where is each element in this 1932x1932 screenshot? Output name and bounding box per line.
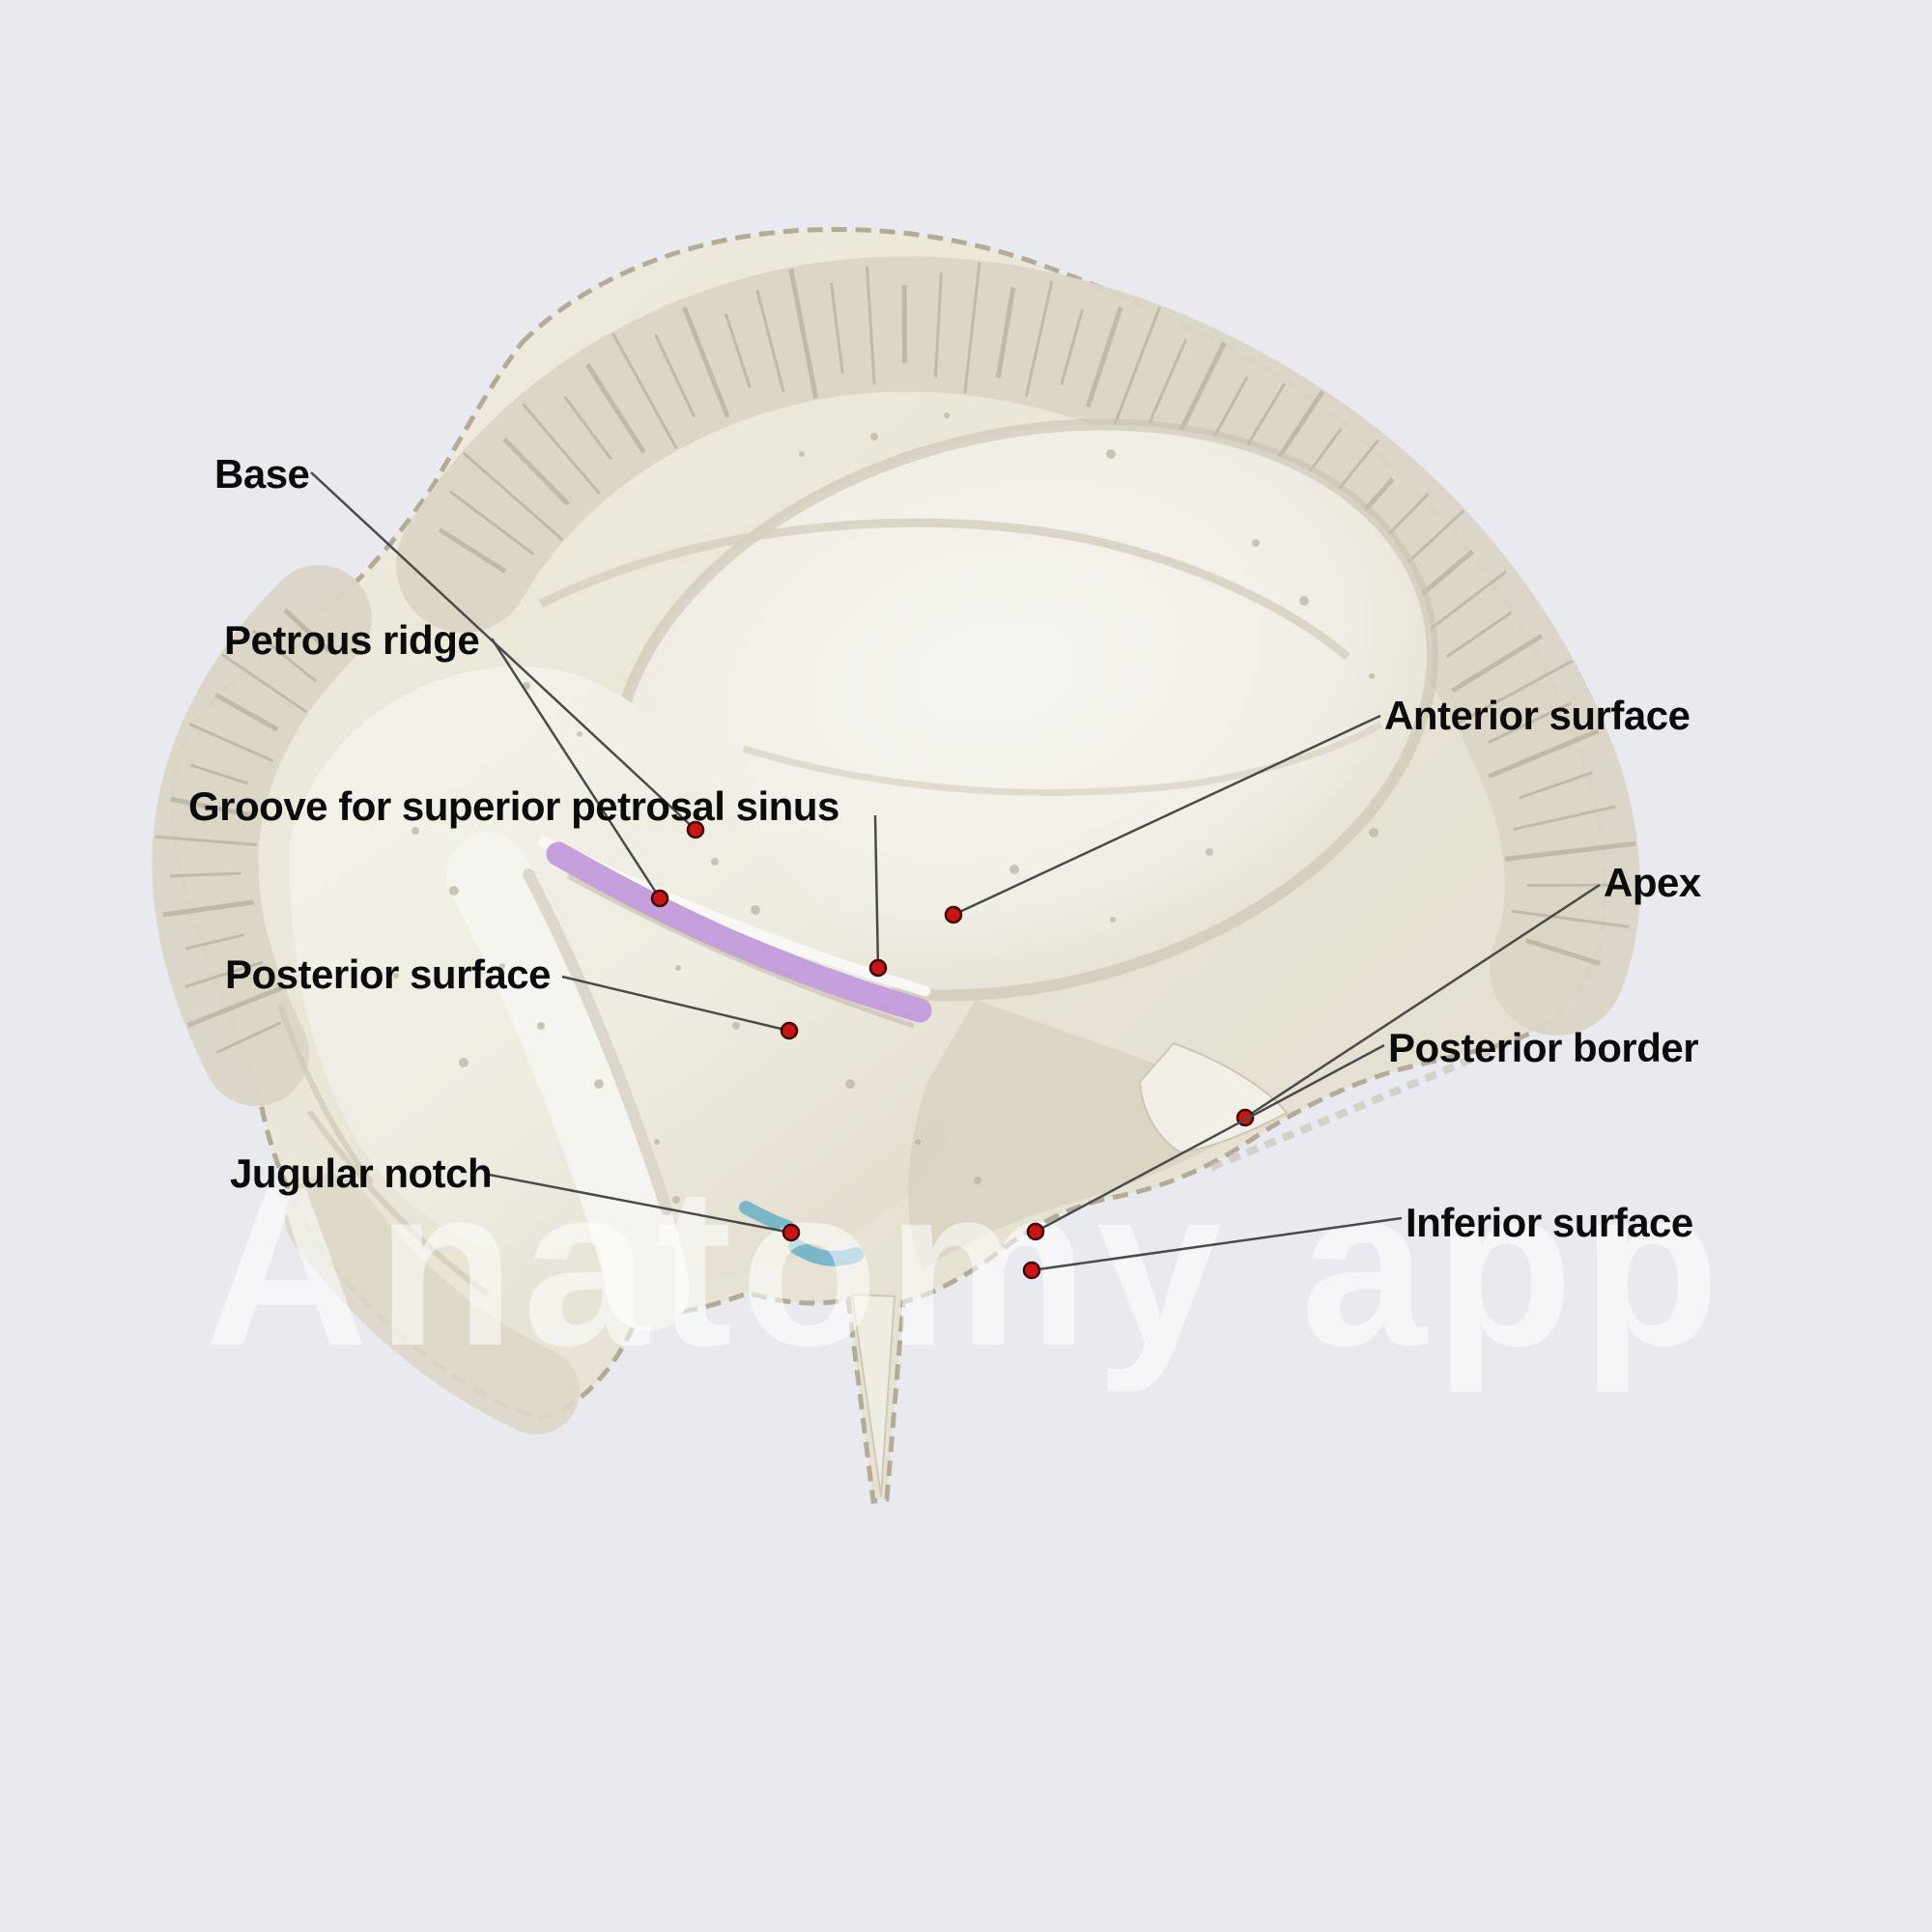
bone-column-shadow bbox=[523, 868, 672, 1215]
anchor-dot-posterior-surface[interactable] bbox=[780, 1021, 799, 1040]
anchor-dot-jugular-notch[interactable] bbox=[781, 1223, 801, 1242]
anchor-dot-petrous-ridge[interactable] bbox=[650, 889, 669, 908]
label-apex[interactable]: Apex bbox=[1604, 860, 1701, 905]
label-groove-superior-petrosal-sinus[interactable]: Groove for superior petrosal sinus bbox=[188, 783, 839, 829]
anterior-surface-fossa bbox=[615, 424, 1433, 996]
anchor-dot-groove-superior-petrosal-sinus[interactable] bbox=[868, 958, 888, 978]
groove-superior-petrosal-sinus-highlight[interactable] bbox=[546, 841, 932, 1023]
leader-line-jugular-notch bbox=[488, 1173, 792, 1235]
serrated-crest-left bbox=[152, 565, 372, 1106]
label-jugular-notch[interactable]: Jugular notch bbox=[230, 1151, 493, 1196]
apex-region-texture bbox=[908, 1000, 1275, 1270]
styloid-spike bbox=[850, 1293, 896, 1496]
anchor-dot-posterior-border[interactable] bbox=[1026, 1222, 1045, 1241]
anchor-dot-inferior-surface[interactable] bbox=[1022, 1261, 1041, 1280]
bone-column-highlight bbox=[446, 833, 690, 1331]
leader-line-petrous-ridge bbox=[490, 638, 662, 899]
label-base[interactable]: Base bbox=[214, 451, 310, 497]
anchor-dot-anterior-surface[interactable] bbox=[944, 905, 963, 924]
fossa-upper-ridge bbox=[538, 518, 1350, 661]
posterior-surface-slab bbox=[289, 666, 953, 1282]
label-posterior-surface[interactable]: Posterior surface bbox=[225, 952, 551, 997]
anchor-dot-base[interactable] bbox=[686, 820, 705, 839]
fossa-inner-depression bbox=[742, 721, 1383, 796]
leader-line-posterior-border bbox=[1035, 1043, 1385, 1234]
leader-line-groove-superior-petrosal-sinus bbox=[873, 814, 880, 969]
serrated-crest-top bbox=[396, 256, 1640, 1036]
jugular-notch-highlight-upper[interactable] bbox=[739, 1201, 794, 1234]
groove-shadow-edge bbox=[566, 873, 915, 1029]
label-anterior-surface[interactable]: Anterior surface bbox=[1384, 693, 1690, 738]
lower-left-crevices bbox=[277, 1004, 490, 1297]
label-petrous-ridge[interactable]: Petrous ridge bbox=[224, 617, 480, 663]
leader-line-apex bbox=[1244, 883, 1601, 1120]
leader-line-anterior-surface bbox=[952, 714, 1381, 917]
label-inferior-surface[interactable]: Inferior surface bbox=[1406, 1200, 1693, 1245]
label-posterior-border[interactable]: Posterior border bbox=[1388, 1025, 1699, 1070]
leader-line-inferior-surface bbox=[1031, 1216, 1403, 1272]
inner-serrated-edge bbox=[1206, 1039, 1509, 1173]
leader-line-base bbox=[310, 471, 696, 831]
serrated-crest-lower-left bbox=[285, 1174, 580, 1435]
jugular-notch-highlight-lower[interactable] bbox=[788, 1238, 864, 1266]
leader-line-posterior-surface bbox=[561, 975, 790, 1033]
